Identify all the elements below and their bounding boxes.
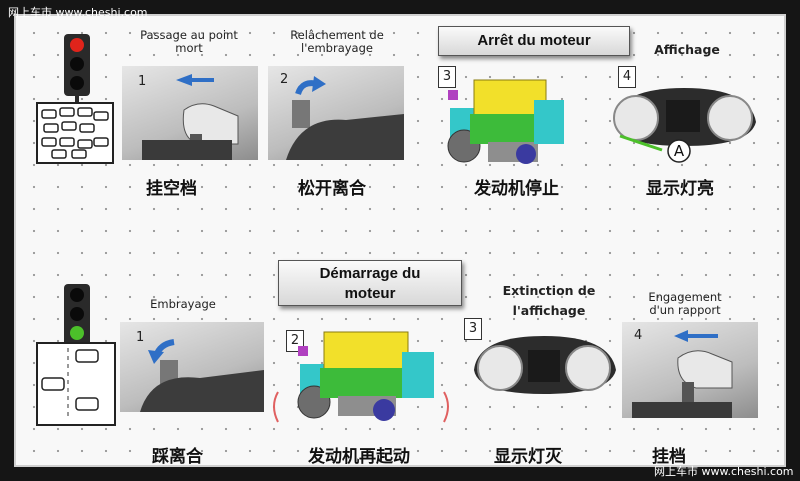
row1-step1-caption: Passage au point mort bbox=[140, 28, 238, 55]
diagram-panel: Passage au point mort 1 挂空档 Relâchement … bbox=[14, 14, 786, 467]
row2-step1-photo: 1 bbox=[120, 322, 264, 412]
arrow-icon bbox=[286, 76, 404, 160]
row1-step3-title: Arrêt du moteur bbox=[438, 26, 630, 56]
row2-step1-caption: Embrayage bbox=[150, 297, 216, 311]
watermark-bottom-right: 网上车市 www.cheshi.com bbox=[654, 465, 794, 478]
traffic-light-green-icon bbox=[64, 284, 94, 358]
row2-step4-caption: Engagement d'un rapport bbox=[648, 290, 722, 317]
row1-step4-cn-caption: 显示灯亮 bbox=[646, 179, 714, 199]
row1-step3-number: 3 bbox=[438, 66, 456, 88]
cars-moving-icon bbox=[36, 342, 116, 426]
green-light bbox=[70, 326, 84, 340]
gauge-letter: A bbox=[673, 142, 685, 160]
arrow-icon bbox=[140, 339, 264, 412]
row1-step1-cn-caption: 挂空档 bbox=[146, 179, 197, 199]
row1-step2-photo: 2 bbox=[268, 66, 404, 160]
row1-step2-cn-caption: 松开离合 bbox=[298, 179, 366, 199]
row2-step2-cn-caption: 发动机再起动 bbox=[308, 447, 410, 467]
row1-step1-photo: 1 bbox=[122, 66, 258, 160]
row2-step3-caption: Extinction de l'affichage bbox=[502, 283, 596, 318]
row2-step3-cn-caption: 显示灯灭 bbox=[494, 447, 562, 467]
instrument-cluster-icon bbox=[613, 88, 756, 152]
red-light bbox=[70, 38, 84, 52]
row2-step1-cn-caption: 踩离合 bbox=[152, 447, 203, 467]
row2-step3-number: 3 bbox=[464, 318, 482, 340]
gauge-letter-circle: A bbox=[666, 138, 692, 164]
traffic-jam-icon bbox=[36, 102, 114, 164]
row1-step4-number: 4 bbox=[618, 66, 636, 88]
arrow-icon bbox=[632, 330, 733, 418]
engine-icon bbox=[273, 331, 449, 423]
engine-icon bbox=[447, 79, 564, 164]
row1-step3-cn-caption: 发动机停止 bbox=[474, 179, 559, 199]
arrow-icon bbox=[142, 74, 239, 160]
row1-step2-caption: Relâchement de l'embrayage bbox=[290, 28, 384, 55]
row2-step2-title: Démarrage du moteur bbox=[278, 260, 462, 306]
row1-step4-caption: Affichage bbox=[654, 42, 720, 57]
traffic-light-red-icon bbox=[64, 34, 94, 108]
row2-step4-cn-caption: 挂档 bbox=[652, 447, 686, 467]
watermark-top-left: 网上车市 www.cheshi.com bbox=[8, 6, 148, 19]
row2-step4-photo: 4 bbox=[622, 322, 758, 418]
instrument-cluster-icon bbox=[474, 336, 616, 394]
